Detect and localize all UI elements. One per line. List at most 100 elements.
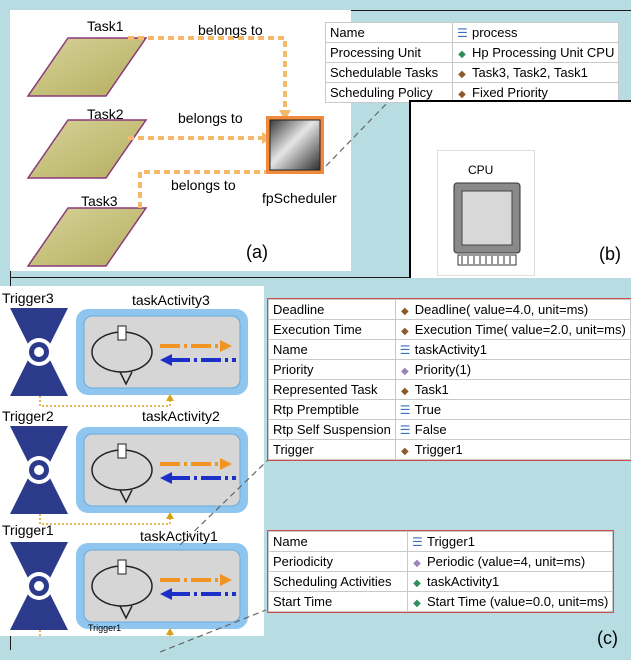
teal-diamond-icon: ◆	[413, 578, 421, 589]
property-row[interactable]: Periodicity◆Periodic (value=4, unit=ms)	[268, 551, 614, 572]
property-value-cell: ◆ Deadline( value=4.0, unit=ms)	[394, 299, 631, 320]
property-value: Deadline( value=4.0, unit=ms)	[414, 302, 589, 317]
panel-b: CPU (b)	[409, 100, 631, 278]
property-value: taskActivity1	[427, 574, 500, 589]
purple-diamond-icon: ◆	[413, 558, 421, 569]
brown-diamond-icon: ◆	[400, 326, 409, 337]
trigger2-label: Trigger2	[2, 408, 54, 424]
trigger-link-line	[39, 396, 171, 407]
brown-diamond-icon: ◆	[458, 69, 466, 80]
property-row[interactable]: Scheduling Policy ◆ Fixed Priority	[325, 82, 620, 103]
property-value: Task1	[414, 382, 449, 397]
task2-label: Task2	[87, 106, 124, 122]
list-icon: ☰	[399, 423, 411, 437]
frame-line-middle	[10, 277, 631, 278]
property-value: Start Time (value=0.0, unit=ms)	[427, 594, 609, 609]
panel-a: Task1 Task2 Task3 belongs to belongs to …	[10, 10, 351, 271]
task1-shape	[26, 37, 148, 97]
list-icon: ☰	[399, 343, 411, 357]
property-name: Rtp Premptible	[268, 399, 396, 420]
property-name: Scheduling Activities	[268, 571, 408, 592]
cpu-label: CPU	[468, 163, 494, 177]
property-value-cell: ☰taskActivity1	[394, 339, 631, 360]
property-name: Processing Unit	[325, 42, 453, 63]
list-icon: ☰	[412, 535, 423, 549]
property-row[interactable]: Rtp Premptible☰True	[268, 399, 631, 420]
property-name: Name	[325, 22, 453, 43]
property-value-cell: ☰True	[394, 399, 631, 420]
property-value-cell: ◆ Fixed Priority	[451, 82, 620, 103]
property-name: Schedulable Tasks	[325, 62, 453, 83]
property-name: Rtp Self Suspension	[268, 419, 396, 440]
scheduler-label: fpScheduler	[262, 190, 337, 206]
property-value-cell: ◆ taskActivity1	[406, 571, 614, 592]
list-icon: ☰	[399, 403, 411, 417]
property-row[interactable]: Schedulable Tasks◆Task3, Task2, Task1	[325, 62, 620, 83]
property-name: Priority	[268, 359, 396, 380]
property-row[interactable]: Priority◆Priority(1)	[268, 359, 631, 380]
property-row[interactable]: Execution Time◆Execution Time( value=2.0…	[268, 319, 631, 340]
property-name: Trigger	[268, 439, 396, 460]
relation-label-2: belongs to	[178, 110, 243, 126]
property-value-cell: ◆ Start Time (value=0.0, unit=ms)	[406, 591, 614, 612]
property-value: process	[472, 25, 518, 40]
property-value-cell: ◆Trigger1	[394, 439, 631, 460]
caption-b: (b)	[599, 244, 621, 264]
property-row[interactable]: Rtp Self Suspension☰False	[268, 419, 631, 440]
brown-diamond-icon: ◆	[400, 306, 409, 317]
activity2-label: taskActivity2	[142, 408, 220, 424]
property-name: Name	[268, 531, 408, 552]
trigger3-label: Trigger3	[2, 290, 54, 306]
task2-shape	[26, 119, 148, 179]
relation-label-3: belongs to	[171, 177, 236, 193]
activity1-label: taskActivity1	[140, 528, 218, 544]
trigger-link-line	[39, 514, 171, 525]
task1-label: Task1	[87, 18, 124, 34]
task3-label: Task3	[81, 193, 118, 209]
panel-c: Trigger3 Trigger2 Trigger1 taskActivity3…	[0, 286, 264, 641]
property-row[interactable]: Deadline ◆ Deadline( value=4.0, unit=ms)	[268, 299, 631, 320]
activity-properties-table: Deadline ◆ Deadline( value=4.0, unit=ms) Ex…	[267, 298, 631, 461]
brown-diamond-icon: ◆	[400, 386, 409, 397]
callout-connector-b	[325, 99, 391, 167]
property-name: Scheduling Policy	[325, 82, 453, 103]
panel-c-diagram	[10, 308, 248, 641]
property-value-cell: ◆Execution Time( value=2.0, unit=ms)	[394, 319, 631, 340]
property-value: Fixed Priority	[472, 85, 548, 100]
property-name: Represented Task	[268, 379, 396, 400]
property-row[interactable]: Scheduling Activities ◆ taskActivity1	[268, 571, 614, 592]
list-icon: ☰	[457, 26, 468, 40]
relation-label-1: belongs to	[198, 22, 263, 38]
property-row[interactable]: Represented Task ◆ Task1	[268, 379, 631, 400]
property-row[interactable]: Name☰taskActivity1	[268, 339, 631, 360]
property-value: False	[414, 422, 447, 437]
property-value: Periodic (value=4, unit=ms)	[427, 554, 586, 569]
property-name: Execution Time	[268, 319, 396, 340]
property-name: Start Time	[268, 591, 408, 612]
brown-diamond-icon: ◆	[458, 89, 466, 100]
property-value: Trigger1	[414, 442, 463, 457]
property-value-cell: ◆Priority(1)	[394, 359, 631, 380]
callout-connectors-c	[160, 459, 269, 653]
caption-a: (a)	[246, 242, 268, 262]
small-trigger-label: Trigger1	[88, 623, 122, 633]
property-row[interactable]: Start Time ◆ Start Time (value=0.0, unit=m…	[268, 591, 614, 612]
property-value-cell: ☰False	[394, 419, 631, 440]
cpu-image: CPU	[437, 150, 535, 276]
property-value: True	[414, 402, 442, 417]
property-row[interactable]: Name☰Trigger1	[268, 531, 614, 552]
green-diamond-icon: ◆	[413, 598, 421, 609]
task3-shape	[26, 207, 148, 267]
property-value: Hp Processing Unit CPU	[472, 45, 615, 60]
property-value: Priority(1)	[414, 362, 472, 377]
property-name: Name	[268, 339, 396, 360]
property-row[interactable]: Processing Unit◆Hp Processing Unit CPU	[325, 42, 620, 63]
property-name: Deadline	[268, 299, 396, 320]
property-value-cell: ☰ process	[451, 22, 620, 43]
caption-c: (c)	[597, 628, 618, 648]
property-value-cell: ◆Task3, Task2, Task1	[451, 62, 620, 83]
property-row[interactable]: Trigger◆Trigger1	[268, 439, 631, 460]
property-row[interactable]: Name ☰ process	[325, 22, 620, 43]
